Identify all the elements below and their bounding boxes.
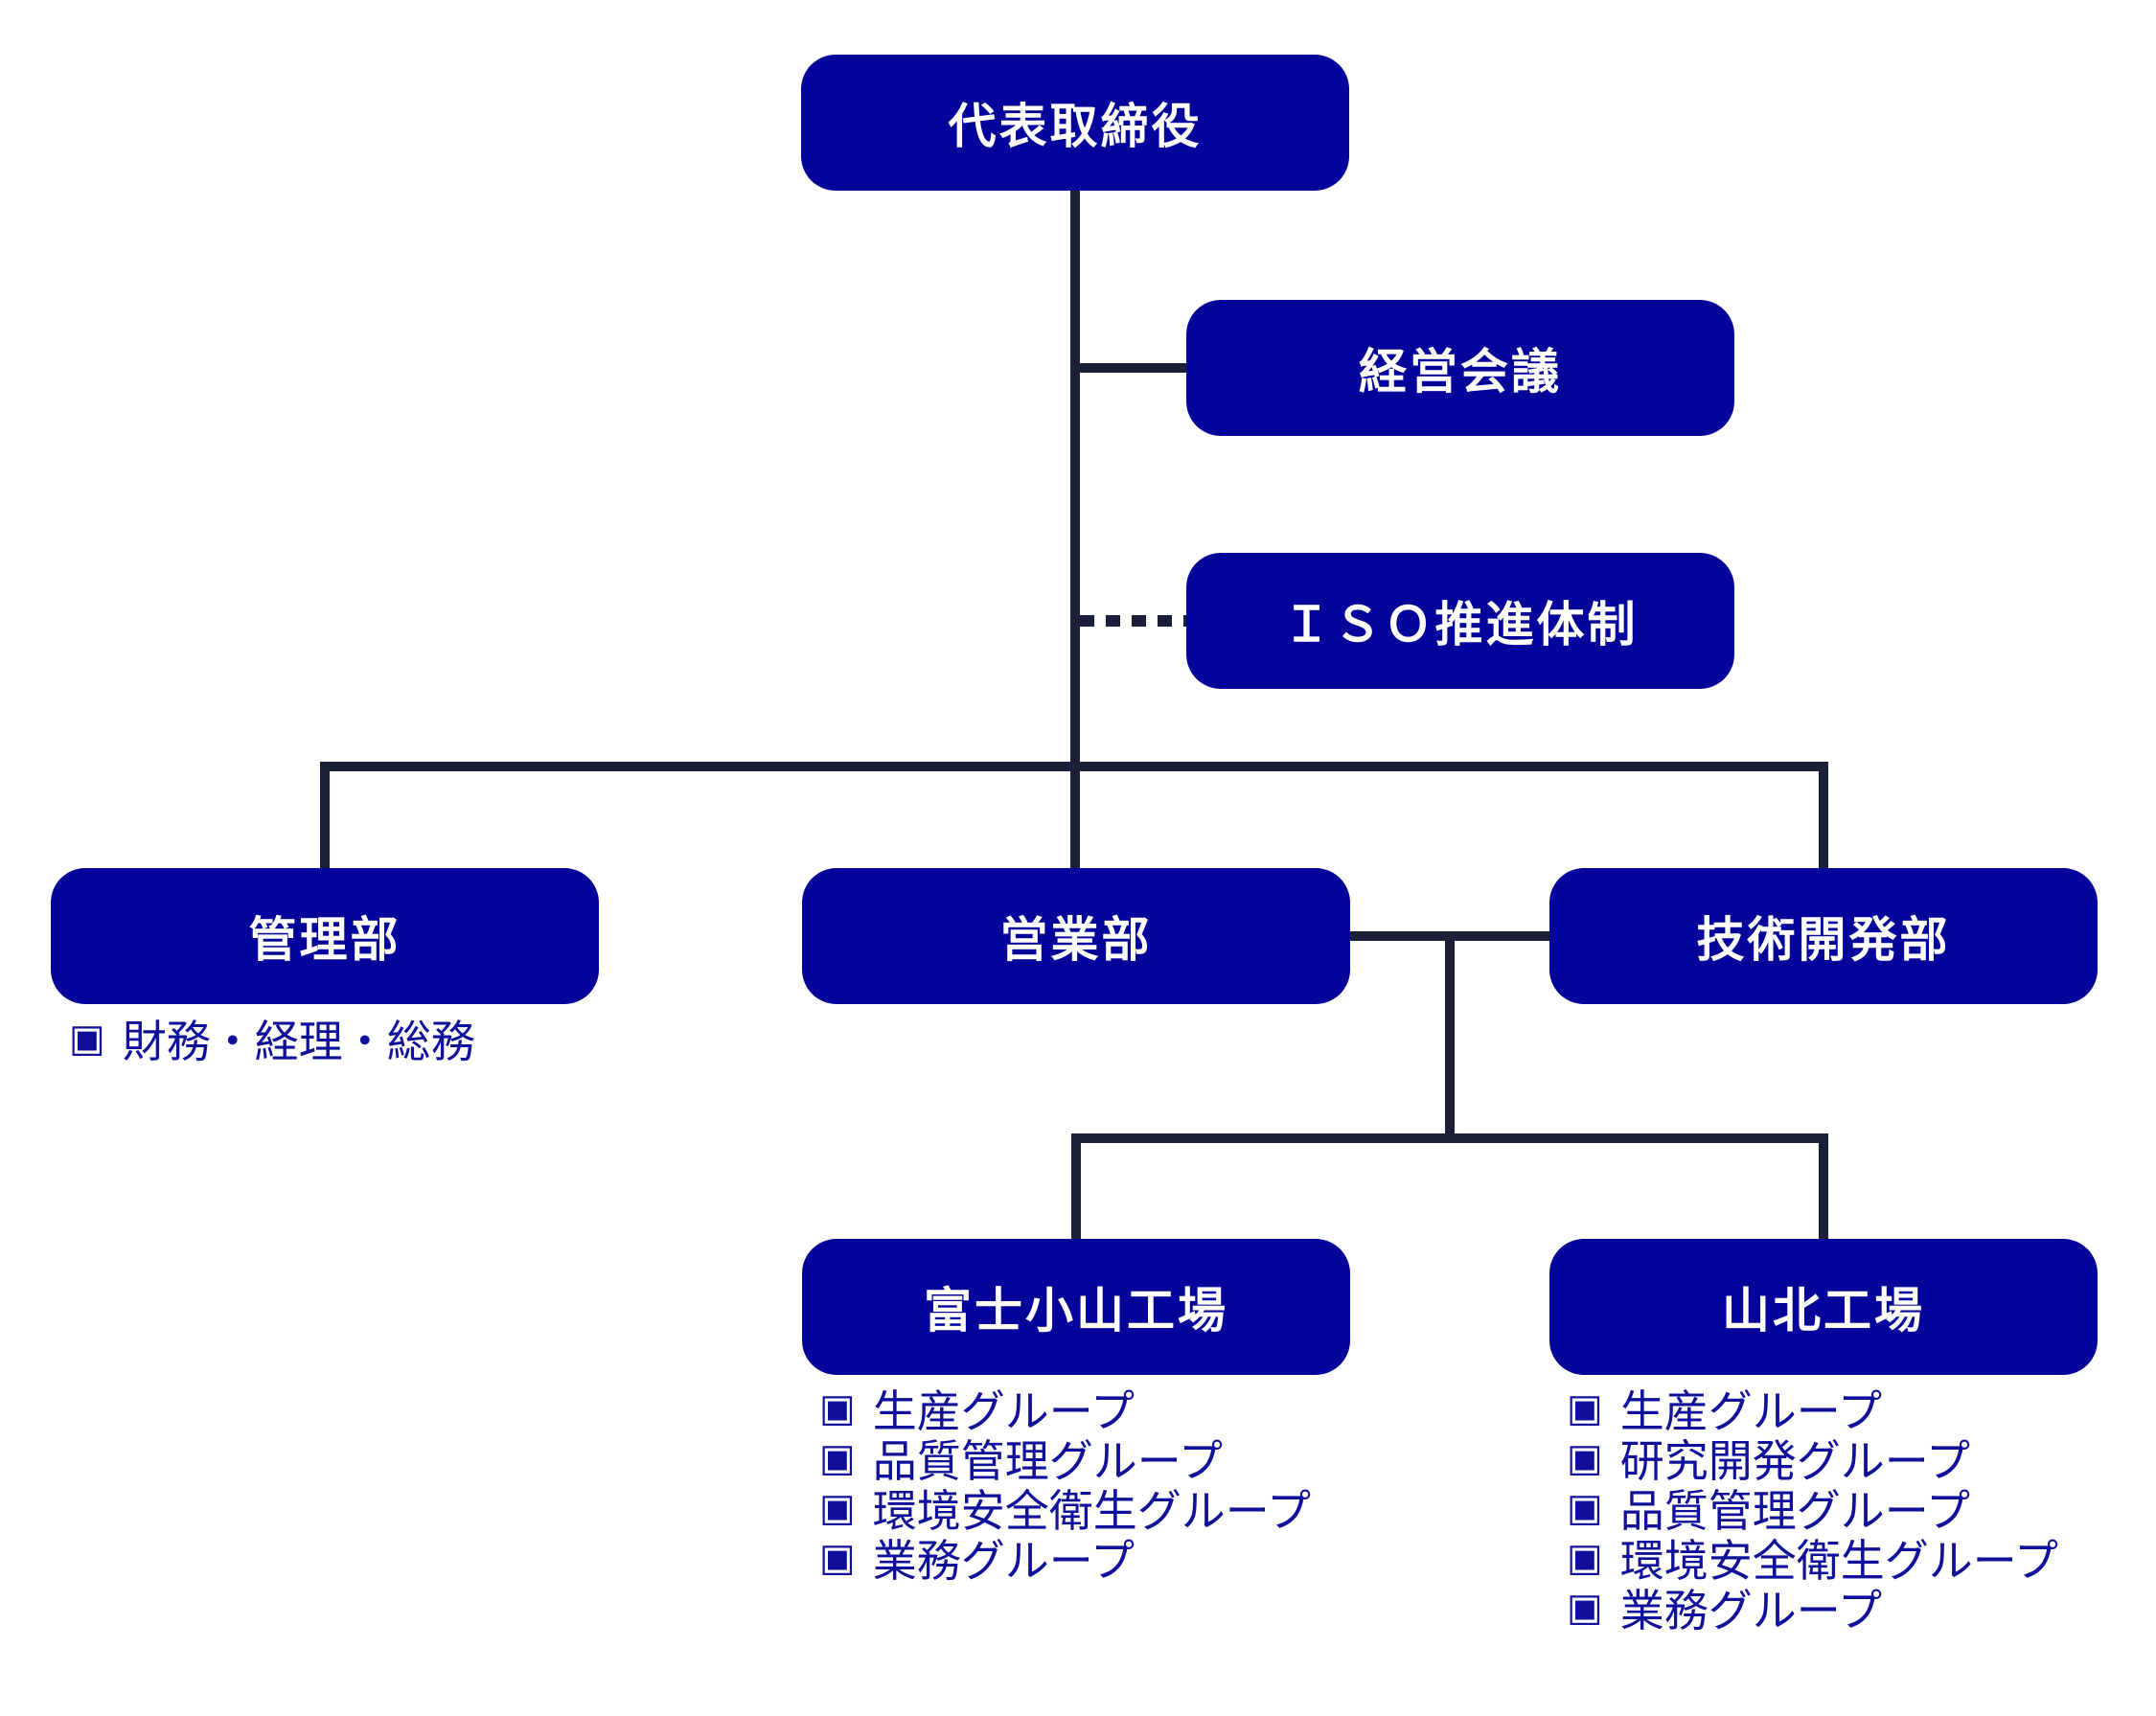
- node-president-label: 代表取締役: [948, 100, 1203, 153]
- square-bullet-icon: ▣: [819, 1386, 856, 1430]
- square-bullet-icon: ▣: [1567, 1386, 1603, 1430]
- node-admin-dept: 管理部: [51, 868, 599, 1004]
- list-item-label: 生産グループ: [872, 1386, 1135, 1436]
- connector-drop-yamakita: [1819, 1133, 1828, 1239]
- connector-drop-techdev: [1819, 762, 1828, 868]
- node-yamakita-plant-label: 山北工場: [1722, 1284, 1925, 1338]
- connector-main-vertical: [1070, 189, 1080, 771]
- node-tech-dev-dept-label: 技術開発部: [1696, 913, 1951, 967]
- connector-drop-fujikoyama: [1071, 1133, 1081, 1239]
- list-item-label: 研究開発グループ: [1619, 1436, 1971, 1486]
- node-iso-promotion: ＩＳＯ推進体制: [1186, 553, 1734, 689]
- square-bullet-icon: ▣: [1567, 1586, 1603, 1630]
- node-yamakita-plant: 山北工場: [1549, 1239, 2098, 1375]
- list-item: ▣ 生産グループ: [1567, 1384, 2058, 1436]
- fuji-koyama-group-list: ▣ 生産グループ ▣ 品質管理グループ ▣ 環境安全衛生グループ ▣ 業務グルー…: [819, 1384, 1311, 1586]
- list-item: ▣ 品質管理グループ: [819, 1433, 1311, 1486]
- square-bullet-icon: ▣: [819, 1436, 856, 1480]
- square-bullet-icon: ▣: [69, 1017, 105, 1061]
- list-item-label: 環境安全衛生グループ: [872, 1486, 1312, 1536]
- node-tech-dev-dept: 技術開発部: [1549, 868, 2098, 1004]
- square-bullet-icon: ▣: [819, 1536, 856, 1580]
- square-bullet-icon: ▣: [819, 1486, 856, 1530]
- connector-mid-vertical: [1445, 931, 1455, 1143]
- square-bullet-icon: ▣: [1567, 1536, 1603, 1580]
- node-sales-dept-label: 営業部: [999, 913, 1153, 967]
- list-item-label: 財務・経理・総務: [122, 1017, 475, 1066]
- list-item-label: 業務グループ: [872, 1536, 1135, 1586]
- list-item: ▣ 環境安全衛生グループ: [819, 1483, 1311, 1536]
- node-iso-promotion-label: ＩＳＯ推進体制: [1282, 598, 1639, 652]
- admin-dept-group-list: ▣ 財務・経理・総務: [69, 1014, 475, 1066]
- node-fuji-koyama-plant-label: 富士小山工場: [924, 1284, 1228, 1338]
- list-item: ▣ 業務グループ: [1567, 1583, 2058, 1636]
- node-fuji-koyama-plant: 富士小山工場: [802, 1239, 1350, 1375]
- list-item: ▣ 品質管理グループ: [1567, 1483, 2058, 1536]
- node-sales-dept: 営業部: [802, 868, 1350, 1004]
- list-item-label: 品質管理グループ: [872, 1436, 1224, 1486]
- list-item-label: 業務グループ: [1619, 1586, 1883, 1636]
- connector-management-meeting: [1075, 363, 1186, 373]
- node-management-meeting: 経営会議: [1186, 300, 1734, 436]
- yamakita-group-list: ▣ 生産グループ ▣ 研究開発グループ ▣ 品質管理グループ ▣ 環境安全衛生グ…: [1567, 1384, 2058, 1636]
- list-item-label: 環境安全衛生グループ: [1619, 1536, 2059, 1586]
- connector-level2-horizontal: [1071, 1133, 1828, 1143]
- list-item: ▣ 業務グループ: [819, 1533, 1311, 1586]
- square-bullet-icon: ▣: [1567, 1436, 1603, 1480]
- node-president: 代表取締役: [801, 55, 1349, 191]
- connector-drop-sales: [1070, 762, 1080, 868]
- list-item: ▣ 研究開発グループ: [1567, 1433, 2058, 1486]
- list-item: ▣ 財務・経理・総務: [69, 1014, 475, 1066]
- list-item: ▣ 生産グループ: [819, 1384, 1311, 1436]
- list-item: ▣ 環境安全衛生グループ: [1567, 1533, 2058, 1586]
- list-item-label: 生産グループ: [1619, 1386, 1883, 1436]
- list-item-label: 品質管理グループ: [1619, 1486, 1971, 1536]
- connector-drop-admin: [320, 762, 330, 868]
- square-bullet-icon: ▣: [1567, 1486, 1603, 1530]
- node-management-meeting-label: 経営会議: [1359, 345, 1562, 399]
- node-admin-dept-label: 管理部: [248, 913, 401, 967]
- connector-iso-dotted: [1080, 615, 1186, 627]
